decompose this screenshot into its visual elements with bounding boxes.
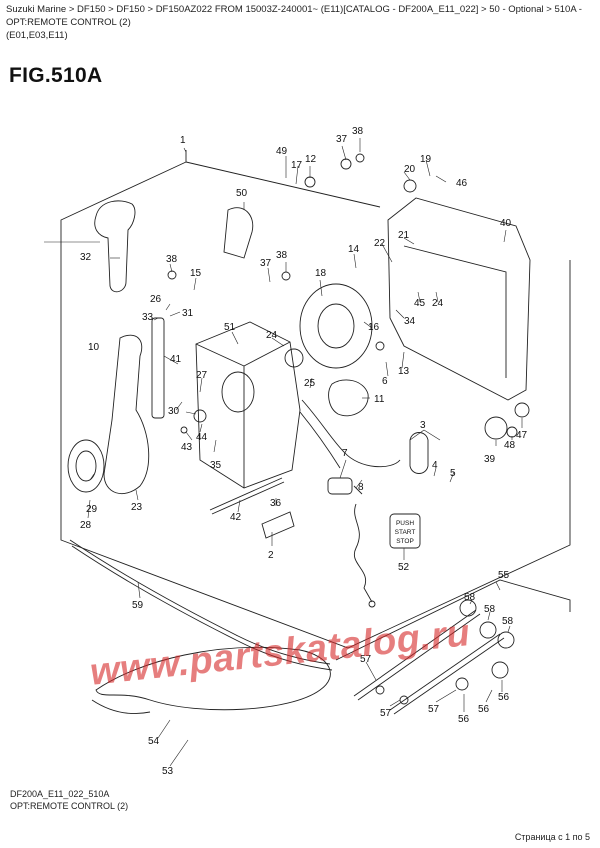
- callout-34[interactable]: 34: [404, 316, 416, 327]
- callout-18[interactable]: 18: [315, 268, 327, 279]
- dial-29: [67, 439, 105, 493]
- side-cover: [387, 197, 531, 401]
- callout-53[interactable]: 53: [162, 766, 174, 777]
- callout-42[interactable]: 42: [230, 512, 242, 523]
- callout-57-right[interactable]: 57: [428, 704, 440, 715]
- callout-47[interactable]: 47: [516, 430, 528, 441]
- callout-28[interactable]: 28: [80, 520, 92, 531]
- callout-2[interactable]: 2: [268, 550, 274, 561]
- start-label: START: [395, 529, 416, 536]
- assembly-bracket-1: [60, 150, 571, 649]
- breadcrumb: Suzuki Marine > DF150 > DF150 > DF150AZ0…: [6, 3, 594, 42]
- callout-58-right[interactable]: 58: [502, 616, 514, 627]
- callout-54[interactable]: 54: [148, 736, 160, 747]
- callout-8[interactable]: 8: [358, 482, 364, 493]
- callout-15[interactable]: 15: [190, 268, 202, 279]
- callout-31[interactable]: 31: [182, 308, 194, 319]
- wiring-harness: [95, 646, 331, 711]
- callout-56-mid[interactable]: 56: [458, 714, 470, 725]
- callout-55[interactable]: 55: [498, 570, 510, 581]
- handle-grip: [94, 200, 136, 293]
- callout-56-low[interactable]: 56: [478, 704, 490, 715]
- bracket-50: [223, 207, 254, 259]
- figure-title: FIG.510A: [9, 64, 103, 87]
- callout-30[interactable]: 30: [168, 406, 180, 417]
- throttle-cable: [69, 539, 331, 665]
- cam-disk: [299, 283, 373, 369]
- callout-16[interactable]: 16: [368, 322, 380, 333]
- callout-37-mid[interactable]: 37: [260, 258, 272, 269]
- callout-48[interactable]: 48: [504, 440, 516, 451]
- callout-36[interactable]: 36: [270, 498, 282, 509]
- callout-17[interactable]: 17: [291, 160, 303, 171]
- callout-21[interactable]: 21: [398, 230, 410, 241]
- callout-57-top[interactable]: 57: [360, 654, 372, 665]
- callout-43[interactable]: 43: [181, 442, 193, 453]
- callout-20[interactable]: 20: [404, 164, 416, 175]
- switch-assembly: [328, 379, 369, 417]
- callout-35[interactable]: 35: [210, 460, 222, 471]
- callout-5[interactable]: 5: [450, 468, 456, 479]
- callout-52[interactable]: 52: [398, 562, 410, 573]
- callout-12[interactable]: 12: [305, 154, 317, 165]
- stop-label: STOP: [396, 538, 414, 545]
- push-label: PUSH: [396, 520, 414, 527]
- push-start-stop-button: [389, 513, 421, 549]
- callout-38-top[interactable]: 38: [352, 126, 364, 137]
- callout-38-left[interactable]: 38: [166, 254, 178, 265]
- callout-25[interactable]: 25: [304, 378, 316, 389]
- callout-26[interactable]: 26: [150, 294, 162, 305]
- callout-6[interactable]: 6: [382, 376, 388, 387]
- diagram-caption: OPT:REMOTE CONTROL (2): [10, 801, 129, 811]
- callout-50[interactable]: 50: [236, 188, 248, 199]
- callout-58-left[interactable]: 58: [464, 592, 476, 603]
- callout-19[interactable]: 19: [420, 154, 432, 165]
- callout-13[interactable]: 13: [398, 366, 410, 377]
- callout-38-mid[interactable]: 38: [276, 250, 288, 261]
- callout-41[interactable]: 41: [170, 354, 182, 365]
- callout-39[interactable]: 39: [484, 454, 496, 465]
- callout-37-top[interactable]: 37: [336, 134, 348, 145]
- callout-45[interactable]: 45: [414, 298, 426, 309]
- callout-24-right[interactable]: 24: [432, 298, 444, 309]
- breadcrumb-link[interactable]: Suzuki Marine > DF150 > DF150 > DF150AZ0…: [6, 4, 582, 28]
- callout-49[interactable]: 49: [276, 146, 288, 157]
- callout-10[interactable]: 10: [88, 342, 100, 353]
- callout-46[interactable]: 46: [456, 178, 468, 189]
- callout-58-mid[interactable]: 58: [484, 604, 496, 615]
- callout-51[interactable]: 51: [224, 322, 236, 333]
- callout-24-left[interactable]: 24: [266, 330, 278, 341]
- callout-14[interactable]: 14: [348, 244, 360, 255]
- page-indicator: Страница с 1 по 5: [514, 832, 590, 842]
- callout-7[interactable]: 7: [342, 448, 348, 459]
- callout-11[interactable]: 11: [374, 394, 385, 405]
- callout-labels: 1 2 3 4 5 6 7 8 10 11 12 13 14 15 16 17 …: [80, 126, 528, 777]
- control-housing: [195, 321, 301, 489]
- diagram-code: DF200A_E11_022_510A: [10, 789, 110, 799]
- callout-57-mid[interactable]: 57: [380, 708, 392, 719]
- callout-22[interactable]: 22: [374, 238, 386, 249]
- callout-23[interactable]: 23: [131, 502, 143, 513]
- callout-29[interactable]: 29: [86, 504, 98, 515]
- callout-4[interactable]: 4: [432, 460, 438, 471]
- callout-40[interactable]: 40: [500, 218, 512, 229]
- breadcrumb-region: (E01,E03,E11): [6, 30, 68, 41]
- callout-56-right[interactable]: 56: [498, 692, 510, 703]
- callout-59[interactable]: 59: [132, 600, 144, 611]
- lanyard-cord: [353, 503, 373, 603]
- callout-33[interactable]: 33: [142, 312, 154, 323]
- callout-3[interactable]: 3: [420, 420, 426, 431]
- lever-arm: [103, 334, 150, 495]
- callout-1[interactable]: 1: [180, 135, 186, 146]
- callout-32[interactable]: 32: [80, 252, 92, 263]
- callout-44[interactable]: 44: [196, 432, 208, 443]
- callout-27[interactable]: 27: [196, 370, 208, 381]
